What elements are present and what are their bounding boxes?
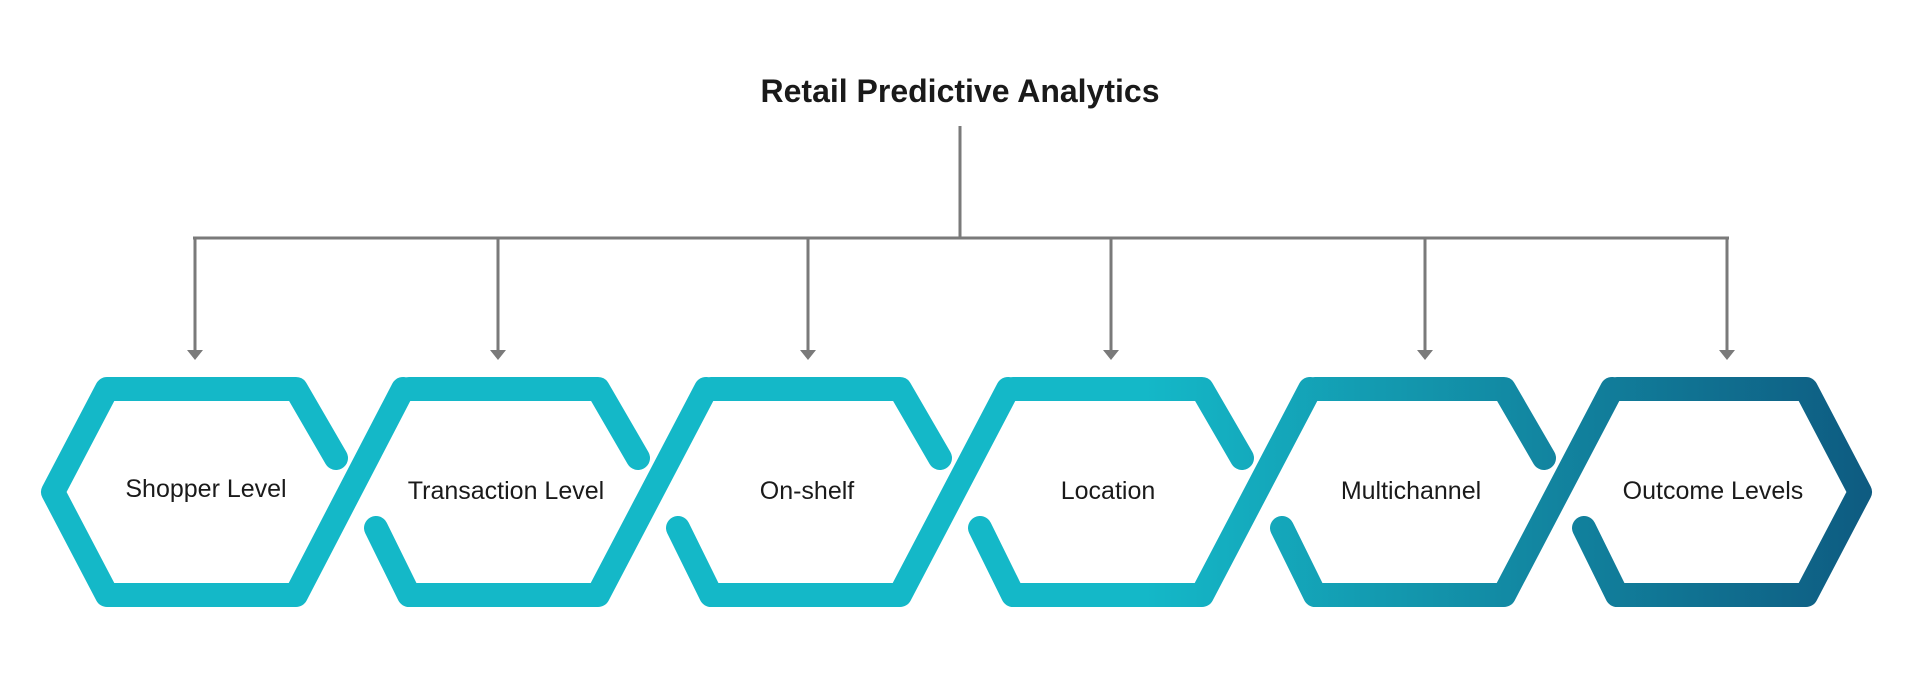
- branch-4: [1103, 238, 1119, 360]
- hexagon-location: [968, 377, 1322, 607]
- node-label-on-shelf: On-shelf: [760, 477, 855, 505]
- arrow-down-icon: [800, 350, 816, 360]
- hexagon-outcome-levels: [1572, 377, 1872, 607]
- hexagon-multichannel: [1270, 377, 1624, 607]
- node-label-shopper-level: Shopper Level: [125, 475, 286, 503]
- branch-6: [1719, 238, 1735, 360]
- branch-2: [490, 238, 506, 360]
- arrow-down-icon: [490, 350, 506, 360]
- arrow-down-icon: [1103, 350, 1119, 360]
- arrow-down-icon: [1417, 350, 1433, 360]
- branch-5: [1417, 238, 1433, 360]
- node-label-outcome-levels: Outcome Levels: [1623, 477, 1804, 505]
- arrow-down-icon: [1719, 350, 1735, 360]
- node-label-multichannel: Multichannel: [1341, 477, 1481, 505]
- node-label-location: Location: [1061, 477, 1156, 505]
- node-label-transaction-level: Transaction Level: [408, 477, 604, 505]
- arrow-down-icon: [187, 350, 203, 360]
- branch-1: [187, 238, 203, 360]
- branch-3: [800, 238, 816, 360]
- diagram-title: Retail Predictive Analytics: [761, 73, 1160, 109]
- hexagon-shopper-level: [41, 377, 415, 607]
- hexagon-transaction-level: [364, 377, 718, 607]
- hexagon-chain: [41, 377, 1872, 607]
- hexagon-on-shelf: [666, 377, 1020, 607]
- connector-tree: [187, 126, 1735, 360]
